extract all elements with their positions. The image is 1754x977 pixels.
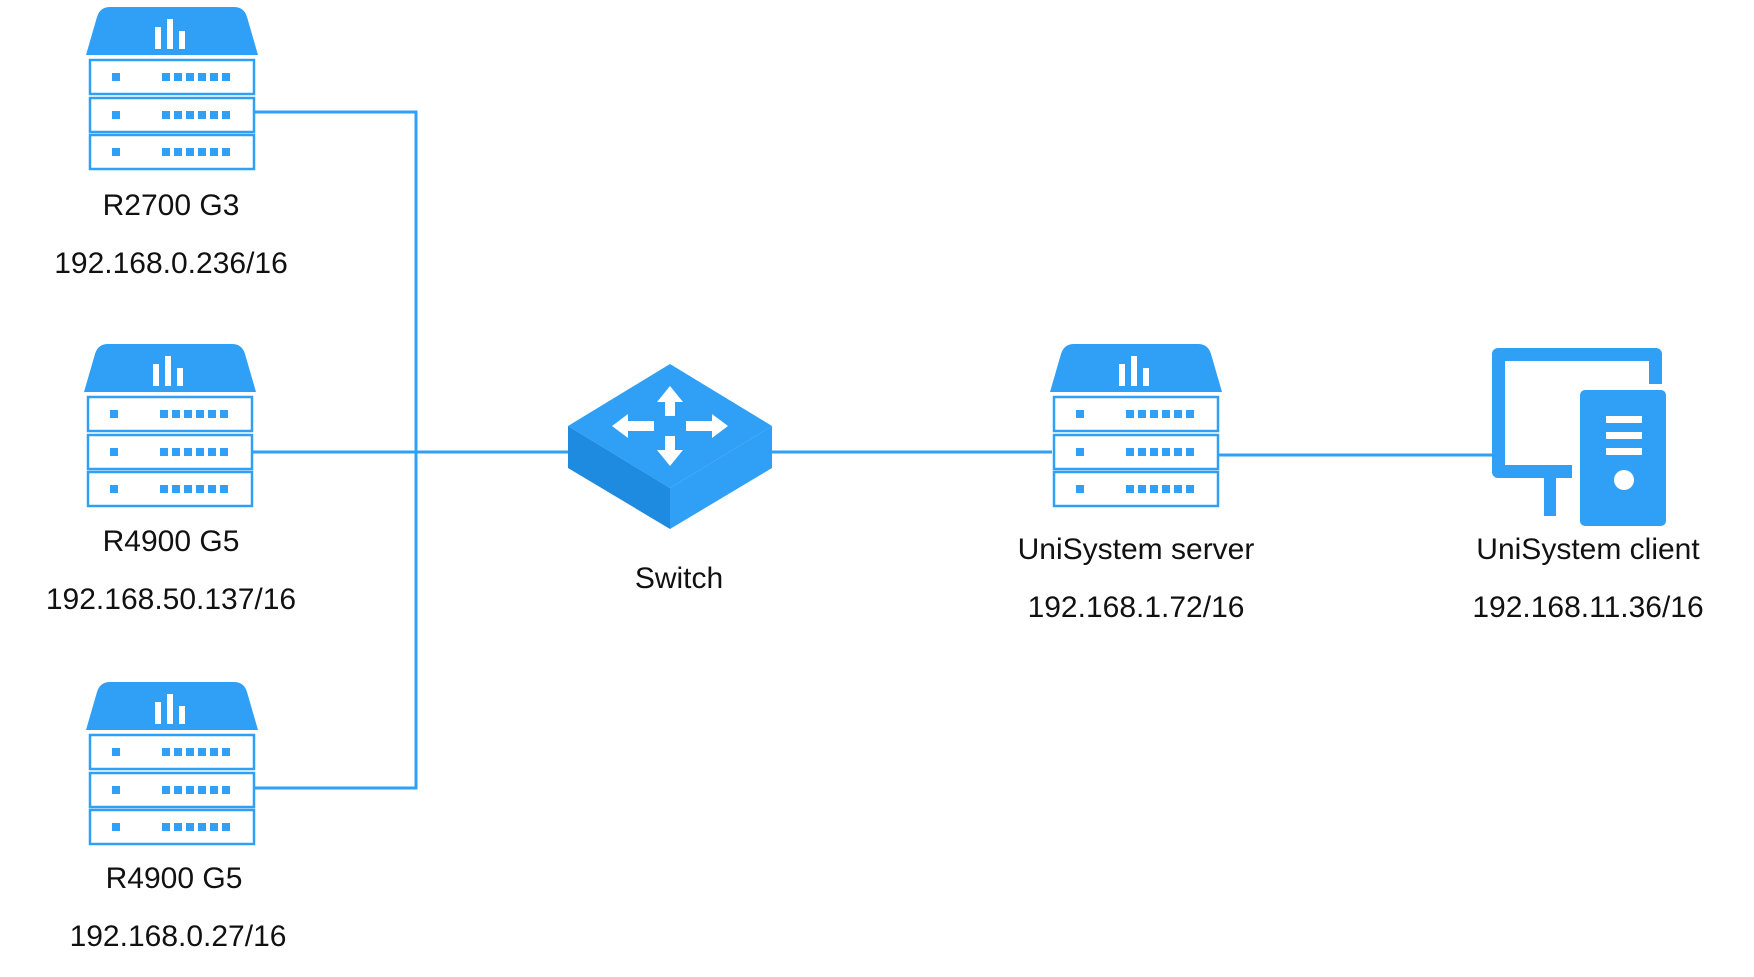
switch-icon (568, 364, 772, 529)
server-icon (82, 342, 258, 508)
node-name-label: UniSystem server (1017, 533, 1255, 566)
link-server-3-to-switch (255, 452, 418, 790)
desktop-computer-icon (1492, 348, 1672, 526)
node-name-label: Switch (634, 562, 724, 595)
node-name-label: R4900 G5 (102, 525, 240, 558)
link-server-1-to-switch (253, 110, 568, 454)
node-ip-label: 192.168.11.36/16 (1472, 591, 1704, 624)
node-name-label: R4900 G5 (105, 862, 243, 895)
server-icon (84, 5, 260, 171)
node-ip-label: 192.168.1.72/16 (1027, 591, 1245, 624)
connection-links (250, 110, 1502, 790)
node-name-label: R2700 G3 (102, 189, 240, 222)
server-icon (84, 680, 260, 846)
node-ip-label: 192.168.50.137/16 (45, 583, 297, 616)
node-name-label: UniSystem client (1476, 533, 1700, 566)
node-ip-label: 192.168.0.236/16 (54, 247, 288, 280)
node-ip-label: 192.168.0.27/16 (69, 920, 287, 953)
server-icon (1048, 342, 1224, 508)
